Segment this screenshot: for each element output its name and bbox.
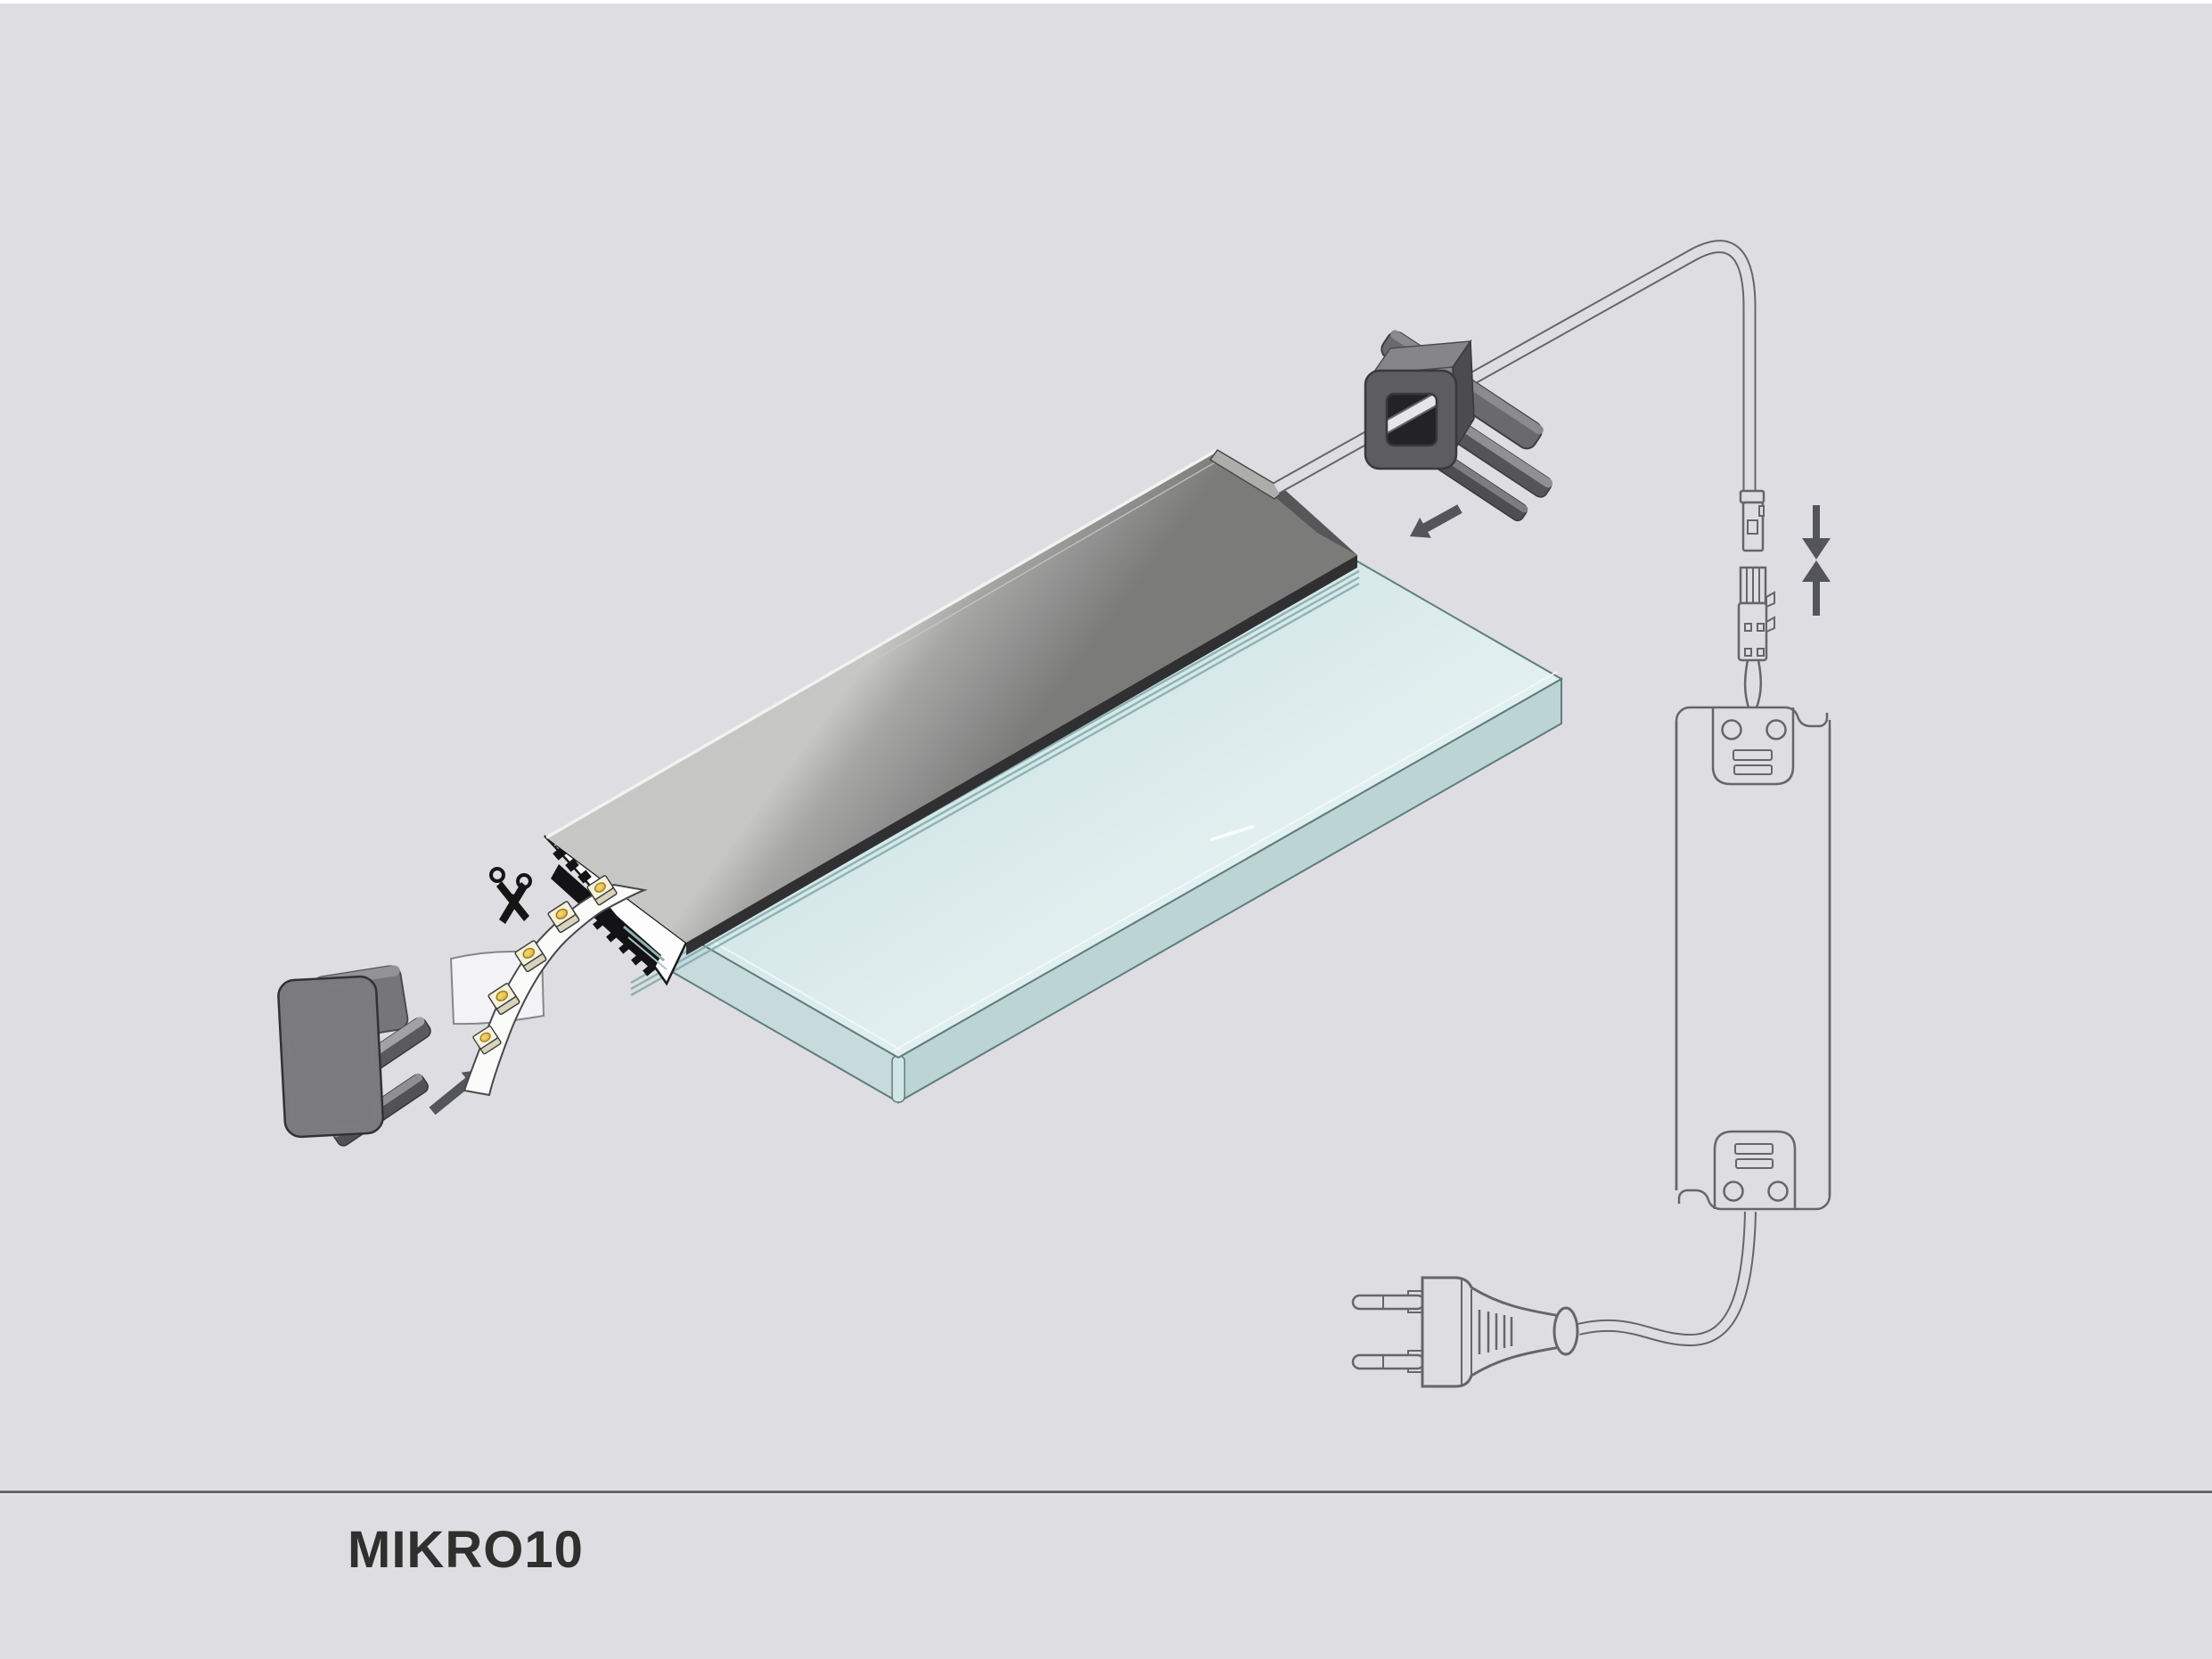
glass-shelf [662, 543, 1564, 1104]
aluminum-led-profile [545, 448, 1357, 955]
footer-divider [0, 1491, 2212, 1493]
glass-sliver [623, 925, 665, 962]
glass-corner-edge [891, 1055, 905, 1103]
profile-right-end-face [1208, 449, 1287, 500]
profile-top-surface [546, 450, 1357, 943]
cap-plate [277, 975, 384, 1139]
strain-relief [1552, 1306, 1579, 1356]
plug-pin [1351, 1294, 1426, 1311]
led-chip [487, 983, 520, 1016]
plug-body [1421, 1276, 1562, 1388]
connector-female [1737, 566, 1775, 662]
glass-reflection [1210, 825, 1254, 841]
mains-cable [1577, 1211, 1757, 1347]
top-border [0, 0, 2212, 4]
grip-ribs [1478, 1310, 1513, 1354]
led-driver-power-supply [1674, 703, 1832, 1214]
glass-sliver [627, 936, 668, 970]
profile-top-highlight [545, 448, 1218, 839]
cap-collar-frame [1364, 369, 1458, 470]
led-chip [514, 940, 547, 973]
profile-shadow-lip [686, 555, 1357, 955]
plug-pin [1351, 1353, 1426, 1370]
scissors-icon [489, 867, 532, 924]
strip-slot [551, 864, 661, 971]
end-cap-left [277, 965, 431, 1147]
glass-bevel-line [893, 671, 1558, 1051]
connector-male [1739, 489, 1766, 552]
led-strip-with-chips [463, 875, 648, 1097]
led-chip [547, 901, 580, 934]
connector-pair [1737, 489, 1775, 708]
euro-power-plug [1351, 1276, 1579, 1388]
cable-through-hole [1387, 394, 1437, 441]
led-chip [472, 1026, 502, 1055]
led-chip [586, 875, 618, 906]
press-together-arrows-icon [1802, 505, 1831, 616]
product-label: MIKRO10 [348, 1521, 584, 1579]
insert-arrow-right-icon [1410, 504, 1462, 538]
connection-cable [1273, 240, 1757, 494]
connector-wires [1743, 659, 1762, 708]
end-cap-right [1364, 330, 1553, 522]
profile-inner-line [553, 457, 1224, 846]
